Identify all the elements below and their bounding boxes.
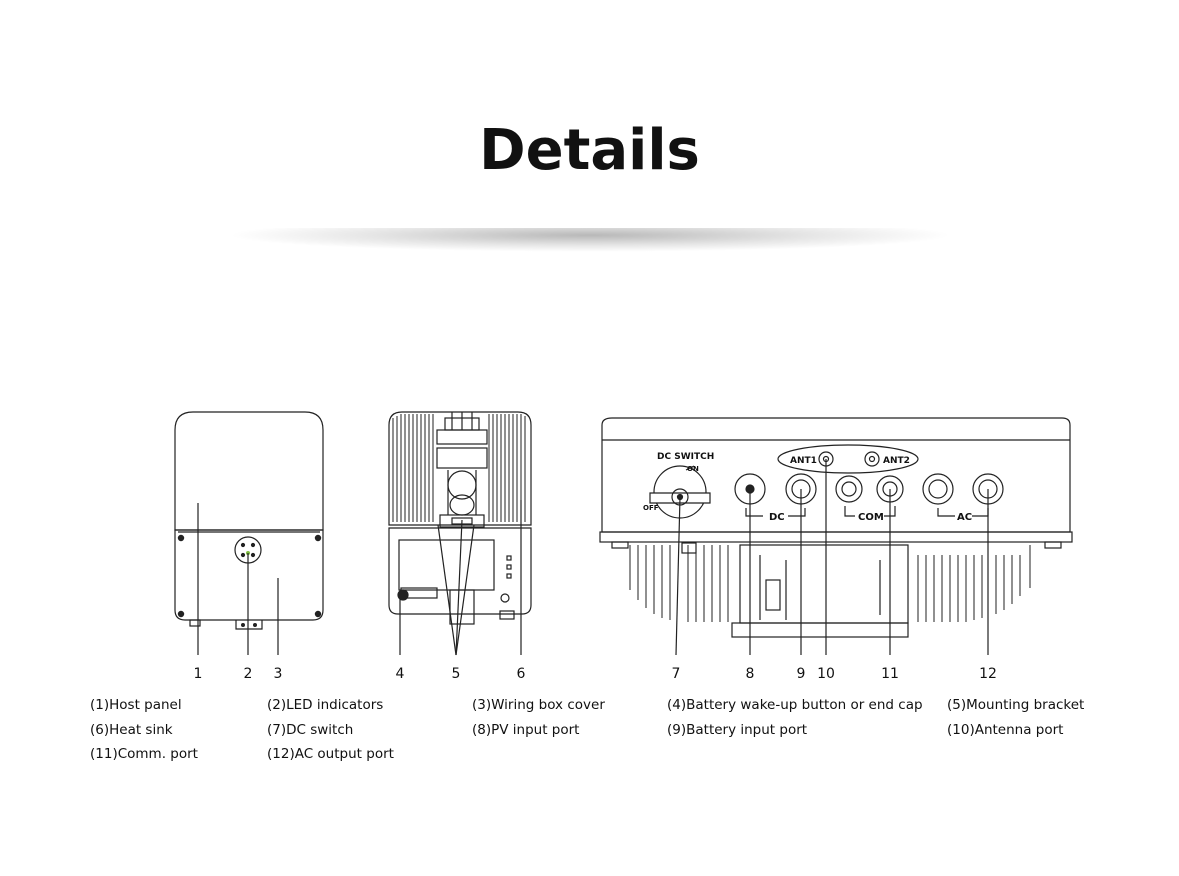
bottom-view bbox=[599, 417, 1073, 656]
callout-5: 5 bbox=[451, 666, 461, 682]
on-label: ON bbox=[687, 465, 699, 473]
off-label: OFF bbox=[643, 504, 659, 512]
front-view bbox=[174, 411, 324, 655]
legend-battery-input: (9)Battery input port bbox=[667, 722, 808, 738]
callout-2: 2 bbox=[243, 666, 253, 682]
legend-dc-switch: (7)DC switch bbox=[267, 722, 354, 738]
back-view bbox=[388, 411, 532, 656]
ac-group-label: AC bbox=[957, 512, 972, 523]
callout-11: 11 bbox=[881, 666, 899, 682]
callout-8: 8 bbox=[745, 666, 755, 682]
callout-6: 6 bbox=[516, 666, 526, 682]
callout-9: 9 bbox=[796, 666, 806, 682]
comm-port-1 bbox=[835, 475, 863, 503]
dc-group-label: DC bbox=[769, 512, 785, 523]
callout-7: 7 bbox=[671, 666, 681, 682]
legend-comm-port: (11)Comm. port bbox=[90, 746, 198, 762]
legend-antenna-port: (10)Antenna port bbox=[947, 722, 1064, 738]
legend-wiring-box-cover: (3)Wiring box cover bbox=[472, 697, 605, 713]
legend-mounting-bracket: (5)Mounting bracket bbox=[947, 697, 1085, 713]
ac-output-port-1 bbox=[922, 473, 954, 505]
ant2-label: ANT2 bbox=[883, 456, 910, 466]
antenna-port-2 bbox=[864, 451, 880, 467]
legend-heat-sink: (6)Heat sink bbox=[90, 722, 173, 738]
callout-1: 1 bbox=[193, 666, 203, 682]
dc-switch-label: DC SWITCH bbox=[657, 452, 714, 462]
wiring-box-cover bbox=[174, 529, 324, 621]
legend-host-panel: (1)Host panel bbox=[90, 697, 182, 713]
callout-3: 3 bbox=[273, 666, 283, 682]
divider-shadow bbox=[110, 228, 1070, 268]
callout-12: 12 bbox=[979, 666, 997, 682]
legend-ac-output-port: (12)AC output port bbox=[267, 746, 394, 762]
legend-battery-wakeup: (4)Battery wake-up button or end cap bbox=[667, 697, 923, 713]
ant1-label: ANT1 bbox=[790, 456, 817, 466]
callout-4: 4 bbox=[395, 666, 405, 682]
legend-pv-input-port: (8)PV input port bbox=[472, 722, 580, 738]
com-group-label: COM bbox=[858, 512, 884, 523]
page-title: Details bbox=[479, 118, 700, 183]
callout-10: 10 bbox=[817, 666, 835, 682]
legend-led-indicators: (2)LED indicators bbox=[267, 697, 384, 713]
host-panel bbox=[174, 411, 324, 531]
